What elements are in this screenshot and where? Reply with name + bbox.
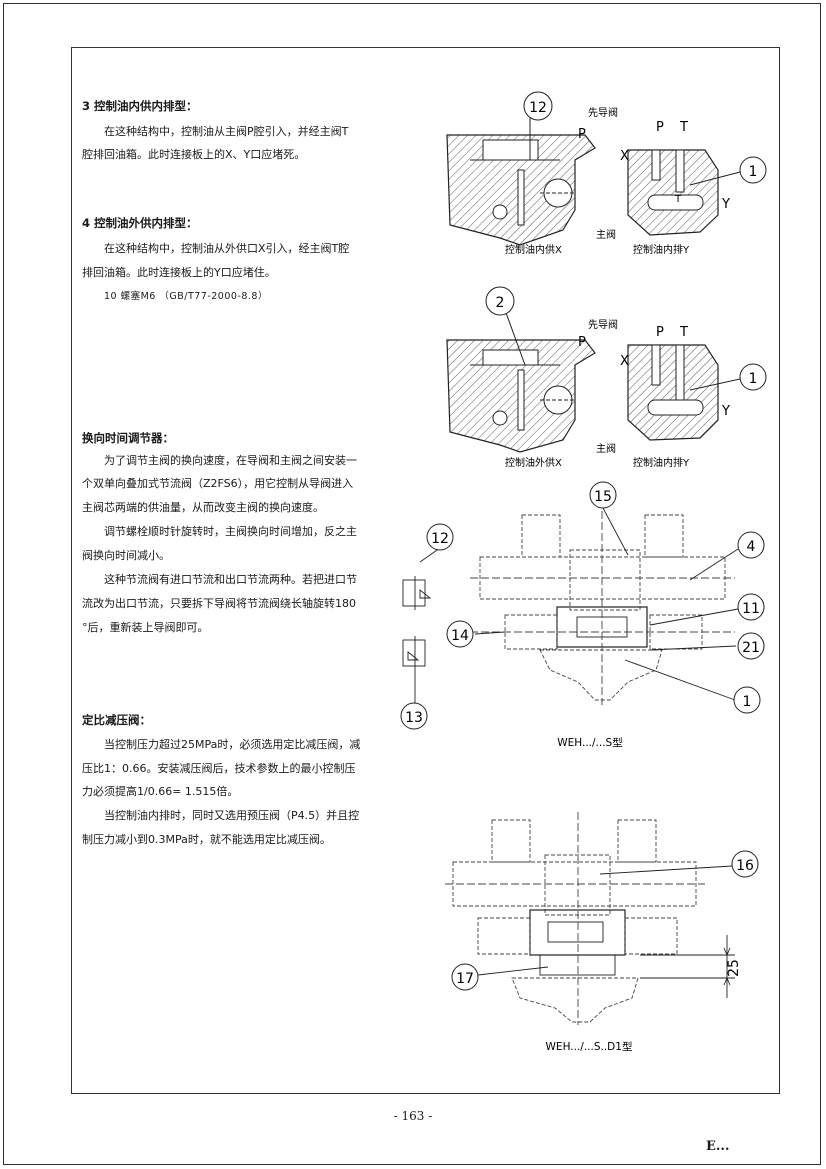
section-6-title: 定比减压阀： (82, 713, 151, 727)
callout-label: 2 (496, 295, 505, 311)
section-6-line: 制压力减小到0.3MPa时，就不能选用定比减压阀。 (82, 833, 331, 846)
figure-3-callouts: 15 4 11 14 21 1 12 13 WEH.../...S型 (400, 481, 765, 749)
section-5-line: 这种节流阀有进口节流和出口节流两种。若把进口节 (104, 573, 357, 586)
label-y: Y (721, 404, 730, 419)
section-4-title: 4 控制油外供内排型： (82, 216, 198, 230)
callout-label: 12 (431, 531, 449, 547)
callout-label: 21 (742, 640, 760, 656)
callout-label: 4 (747, 539, 756, 555)
callout-label: 11 (742, 601, 760, 617)
label-p2: P (656, 120, 664, 135)
main-valve-label: 主阀 (596, 442, 616, 455)
callout-label: 15 (594, 489, 612, 505)
callout-label: 16 (736, 858, 754, 874)
label-t: T (679, 325, 688, 340)
figure-4 (445, 812, 735, 1025)
label-t2: T (674, 194, 682, 205)
section-6-line: 力必须提高1/0.66= 1.515倍。 (82, 785, 239, 798)
caption-right: 控制油内排Y (633, 456, 690, 469)
section-6-line: 压比1：0.66。安装减压阀后，技术参数上的最小控制压 (82, 762, 356, 775)
section-5-line: 流改为出口节流，只要拆下导阀将节流阀绕长轴旋转180 (82, 597, 356, 610)
section-4-text-1: 在这种结构中，控制油从外供口X引入，经主阀T腔 (104, 242, 350, 255)
section-4-text-2: 排回油箱。此时连接板上的Y口应堵住。 (82, 266, 276, 279)
brand-logo: E... (706, 1139, 730, 1154)
label-t: T (679, 120, 688, 135)
pilot-valve-label: 先导阀 (588, 318, 618, 331)
label-x: X (620, 149, 629, 164)
callout-label: 1 (749, 371, 758, 387)
callout-label: 1 (749, 164, 758, 180)
label-p2: P (656, 325, 664, 340)
main-valve-label: 主阀 (596, 228, 616, 241)
pilot-valve-label: 先导阀 (588, 106, 618, 119)
callout-label: 12 (529, 100, 547, 116)
dimension-label: 25 (726, 959, 742, 977)
label-x: X (620, 354, 629, 369)
callout-label: 13 (405, 710, 423, 726)
figure-4-caption: WEH.../...S..D1型 (546, 1040, 633, 1053)
figure-1: 12 P 先导阀 P T X Y T 1 主阀 控制油内供X 控制油内排Y (446, 91, 767, 256)
figure-4-callouts: 16 17 25 WEH.../...S..D1型 (451, 850, 759, 1053)
section-5-line: 为了调节主阀的换向速度，在导阀和主阀之间安装一 (104, 454, 357, 467)
section-3-text-2: 腔排回油箱。此时连接板上的X、Y口应堵死。 (82, 148, 306, 161)
section-4-note: 10 螺塞M6 （GB/T77-2000-8.8） (104, 291, 268, 302)
page-number: - 163 - (393, 1109, 433, 1123)
section-5-title: 换向时间调节器： (82, 431, 174, 445)
callout-label: 1 (743, 694, 752, 710)
callout-label: 17 (456, 971, 474, 987)
caption-left: 控制油外供X (505, 456, 562, 469)
figure-3 (402, 500, 739, 706)
section-5-line: 主阀芯两端的供油量，从而改变主阀的换向速度。 (82, 501, 324, 514)
caption-right: 控制油内排Y (633, 243, 690, 256)
label-p: P (578, 335, 586, 350)
callout-label: 14 (451, 628, 469, 644)
figure-3-caption: WEH.../...S型 (557, 736, 622, 749)
section-5-line: 个双单向叠加式节流阀（Z2FS6），用它控制从导阀进入 (82, 477, 354, 490)
figure-2: 2 P 先导阀 P T X Y 1 主阀 控制油外供X 控制油内排Y (446, 286, 767, 469)
content-frame (71, 47, 780, 1094)
callout-circle (523, 91, 553, 121)
section-6-line: 当控制油内排时，同时又选用预压阀（P4.5）并且控 (104, 809, 360, 822)
label-p: P (578, 127, 586, 142)
section-5-line: 调节螺栓顺时针旋转时，主阀换向时间增加，反之主 (104, 525, 357, 538)
section-5-line: °后，重新装上导阀即可。 (82, 621, 209, 634)
section-3-text-1: 在这种结构中，控制油从主阀P腔引入，并经主阀T (104, 125, 349, 138)
page-border (3, 3, 821, 1165)
section-6-line: 当控制压力超过25MPa时，必须选用定比减压阀，减 (104, 738, 361, 751)
label-y: Y (721, 197, 730, 212)
section-3-title: 3 控制油内供内排型： (82, 99, 198, 113)
caption-left: 控制油内供X (505, 243, 562, 256)
section-5-line: 阀换向时间减小。 (82, 549, 170, 562)
